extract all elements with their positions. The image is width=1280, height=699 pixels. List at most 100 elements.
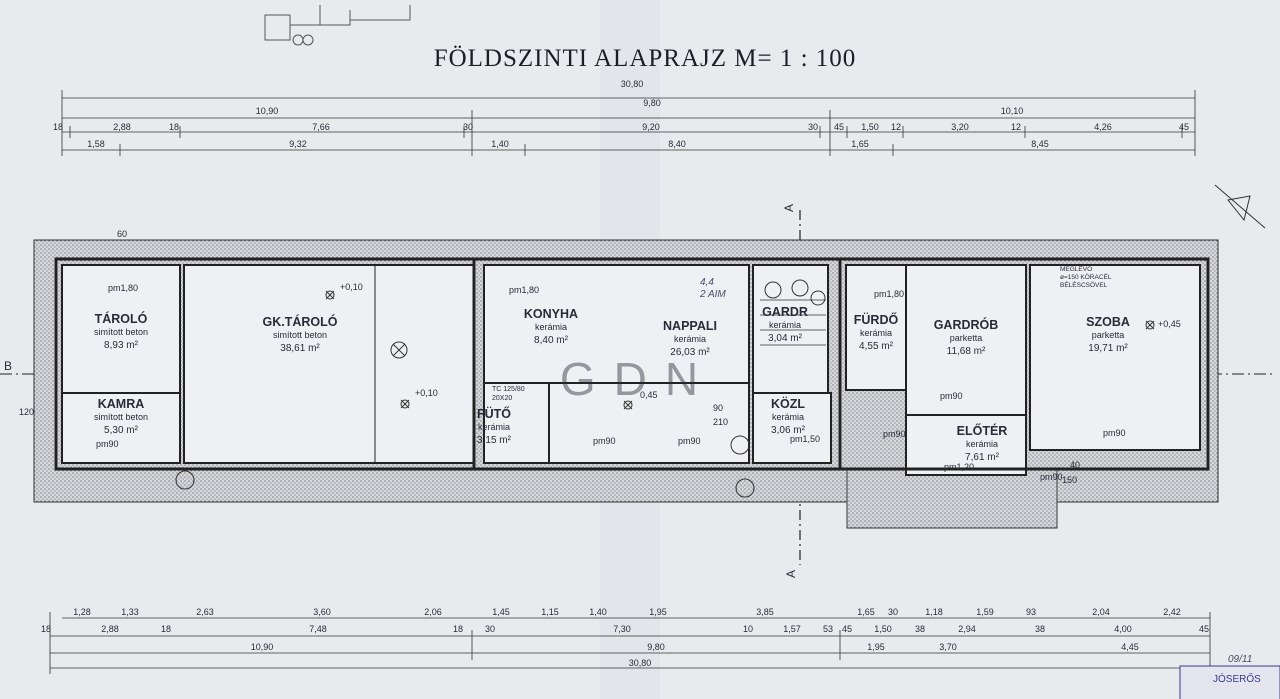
label-pm90: pm90 [593, 436, 616, 446]
dim-bottom-r1: 1,95 [649, 607, 667, 617]
boiler-label: 20X20 [492, 395, 512, 402]
room-name: GARDR [762, 305, 808, 319]
dim-top-r3: 3,20 [951, 122, 969, 132]
label-pm90: pm90 [96, 439, 119, 449]
room-finish: kerámia [966, 439, 998, 449]
label-pm180: pm1,80 [874, 289, 904, 299]
dim-top-r2: 10,10 [1001, 106, 1024, 116]
dim-top-r3: 7,66 [312, 122, 330, 132]
dim-bottom-r2: 18 [453, 624, 463, 634]
dim-top-r2: 9,80 [643, 98, 661, 108]
dim-top-r3: 30 [463, 122, 473, 132]
room-interiors [61, 264, 1201, 476]
room-finish: kerámia [674, 334, 706, 344]
dim-bottom-r1: 30 [888, 607, 898, 617]
dim-top-r3: 2,88 [113, 122, 131, 132]
bottom-dimension-lines [49, 612, 1211, 674]
stamp [1179, 665, 1280, 699]
fixture-marks [175, 279, 1155, 498]
room-name: TÁROLÓ [95, 311, 148, 326]
room-area: 4,55 m² [859, 341, 894, 352]
room-area: 8,93 m² [104, 340, 139, 351]
chimney-note: BÉLÉSCSÖVEL [1060, 280, 1108, 289]
dim-top-r4: 1,58 [87, 139, 105, 149]
dim-top-r4: 8,40 [668, 139, 686, 149]
dim-top-r3: 9,20 [642, 122, 660, 132]
top-dimension-lines [61, 90, 1196, 156]
dim-bottom-r1: 93 [1026, 607, 1036, 617]
wall-dim: 40 [1070, 460, 1080, 470]
dim-bottom-r1: 1,40 [589, 607, 607, 617]
dim-bottom-r1: 2,06 [424, 607, 442, 617]
wall-dim: 60 [117, 229, 127, 239]
dim-bottom-r1: 3,85 [756, 607, 774, 617]
dim-bottom-r2: 18 [41, 624, 51, 634]
room-finish: simított beton [94, 327, 148, 337]
level-mark: 0,45 [640, 390, 658, 400]
room-area: 11,68 m² [947, 346, 986, 357]
room-name: ELŐTÉR [957, 423, 1008, 438]
dim-bottom-r2: 18 [161, 624, 171, 634]
section-mark-a-top: A [782, 204, 796, 212]
dim-top-r4: 1,40 [491, 139, 509, 149]
dim-top-r3: 1,50 [861, 122, 879, 132]
stair-lines [760, 299, 826, 346]
label-pm180: pm1,80 [108, 283, 138, 293]
wall-thickness [54, 257, 1210, 471]
room-area: 3,04 m² [768, 333, 803, 344]
room-finish: kerámia [772, 412, 804, 422]
handwritten-note: 2 AIM [699, 289, 726, 300]
dim-top-r3: 12 [891, 122, 901, 132]
room-area: 7,61 m² [965, 452, 1000, 463]
hand-sketch [264, 5, 411, 46]
room-name: FÜTŐ [477, 406, 511, 421]
window-dim: 120 [19, 407, 34, 417]
dim-top-r4: 1,65 [851, 139, 869, 149]
room-finish: simított beton [273, 330, 327, 340]
level-mark: +0,10 [415, 388, 438, 398]
dim-bottom-r2: 1,57 [783, 624, 801, 634]
room-area: 26,03 m² [670, 347, 710, 358]
level-mark: +0,45 [1158, 319, 1181, 329]
room-finish: kerámia [478, 422, 510, 432]
room-area: 3,06 m² [771, 425, 806, 436]
dim-bottom-r1: 3,60 [313, 607, 331, 617]
dim-bottom-r2: 53 [823, 624, 833, 634]
level-mark: +0,10 [340, 282, 363, 292]
dim-top-r3: 30 [808, 122, 818, 132]
dim-bottom-r2: 38 [1035, 624, 1045, 634]
dim-bottom-r1: 1,59 [976, 607, 994, 617]
room-finish: parketta [1092, 330, 1125, 340]
room-name: KAMRA [98, 397, 145, 411]
dim-bottom-r3: 10,90 [251, 642, 274, 652]
dim-top-r3: 45 [1179, 122, 1189, 132]
room-name: GK.TÁROLÓ [263, 314, 338, 329]
dim-top-r3: 18 [53, 122, 63, 132]
label-pm90: pm90 [883, 429, 906, 439]
room-name: KONYHA [524, 307, 578, 321]
north-arrow-icon [1214, 184, 1266, 229]
room-name: FÜRDŐ [854, 312, 899, 327]
dim-top-r3: 12 [1011, 122, 1021, 132]
entrance-terrace [846, 469, 1058, 529]
room-finish: kerámia [535, 322, 567, 332]
dim-bottom-r2: 45 [1199, 624, 1209, 634]
dim-bottom-r2: 30 [485, 624, 495, 634]
dim-bottom-r2: 4,00 [1114, 624, 1132, 634]
dim-bottom-r2: 45 [842, 624, 852, 634]
door-dim: 90 [713, 403, 723, 413]
label-pm180: pm1,80 [509, 285, 539, 295]
dim-bottom-r3: 9,80 [647, 642, 665, 652]
chimney-note: MEGLÉVŐ [1060, 264, 1092, 273]
watermark-text: GDN [560, 353, 716, 405]
dim-bottom-r3: 1,95 [867, 642, 885, 652]
dim-bottom-r1: 2,42 [1163, 607, 1181, 617]
dim-top-r3: 18 [169, 122, 179, 132]
